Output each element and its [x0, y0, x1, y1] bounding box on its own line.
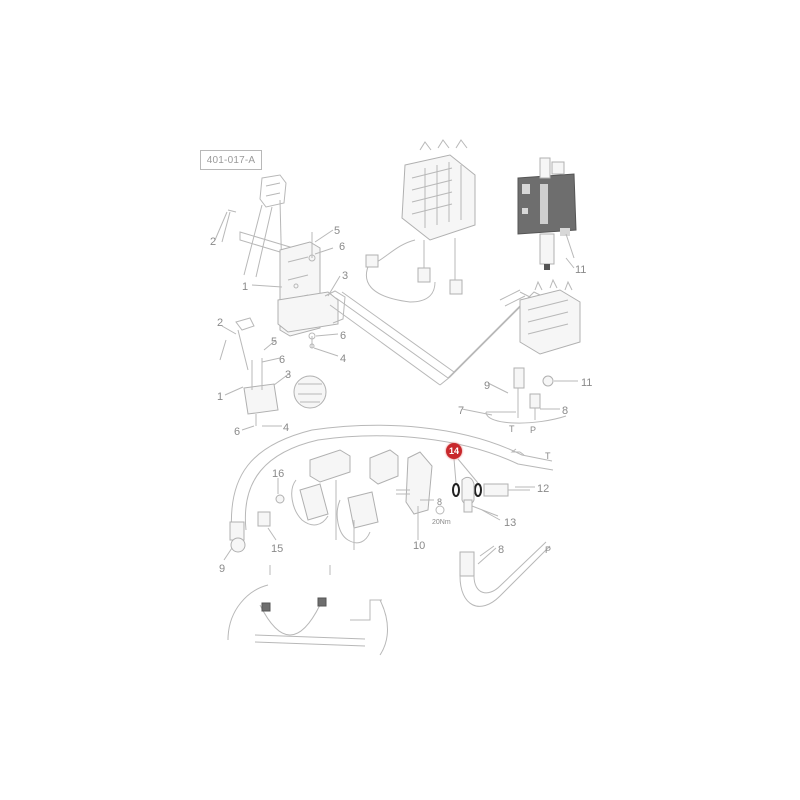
callout-part-8[interactable]: 8: [562, 405, 569, 417]
callout-part-3[interactable]: 3: [285, 369, 292, 381]
callout-part-9[interactable]: 9: [219, 563, 226, 575]
callout-part-1[interactable]: 1: [242, 281, 249, 293]
lower-lever-bracket: [219, 317, 327, 426]
callout-part-11[interactable]: 11: [575, 264, 587, 276]
callout-leader-lines: [214, 211, 578, 565]
tractor-chassis-outline: [227, 565, 388, 656]
callout-part-13[interactable]: 13: [504, 517, 517, 529]
port-label-p: P: [530, 425, 537, 435]
port-label-t: T: [545, 451, 551, 461]
callout-part-10[interactable]: 10: [413, 540, 426, 552]
callout-part-3[interactable]: 3: [342, 270, 349, 282]
fitting-assembly: [417, 458, 530, 536]
callout-part-4[interactable]: 4: [283, 422, 290, 434]
callout-part-5[interactable]: 5: [271, 336, 278, 348]
port-label-p: P: [545, 545, 552, 555]
linkage-rod: [329, 289, 543, 386]
callout-part-4[interactable]: 4: [340, 353, 347, 365]
pressure-hose: [459, 541, 551, 607]
callout-part-6[interactable]: 6: [340, 330, 347, 342]
callout-part-6[interactable]: 6: [279, 354, 286, 366]
callout-part-6[interactable]: 6: [339, 241, 346, 253]
torque-spec-label: 20Nm: [432, 519, 451, 526]
callout-part-8[interactable]: 8: [498, 544, 505, 556]
highlighted-part-marker[interactable]: 14: [446, 443, 462, 459]
right-valve-assembly: [485, 278, 581, 424]
highlighted-part-number: 14: [448, 446, 459, 456]
callout-part-1[interactable]: 1: [217, 391, 224, 403]
callout-part-15[interactable]: 15: [271, 543, 284, 555]
main-valve-bank: [257, 449, 433, 550]
small-mark-label: 8: [437, 497, 443, 507]
callout-part-9[interactable]: 9: [484, 380, 491, 392]
callout-part-6[interactable]: 6: [234, 426, 241, 438]
callout-part-12[interactable]: 12: [537, 483, 550, 495]
upper-control-valve: [365, 139, 476, 303]
upper-lever-bracket-assembly: [221, 174, 346, 349]
callout-part-2[interactable]: 2: [210, 236, 217, 248]
diagram-reference-code: 401-017-A: [200, 150, 262, 170]
callout-part-16[interactable]: 16: [272, 468, 285, 480]
callout-part-5[interactable]: 5: [334, 225, 341, 237]
main-return-hose: [229, 424, 554, 553]
callout-part-2[interactable]: 2: [217, 317, 224, 329]
callout-part-7[interactable]: 7: [458, 405, 465, 417]
port-label-t: T: [509, 424, 515, 434]
dark-valve-unit: [517, 157, 577, 270]
callout-part-11[interactable]: 11: [581, 377, 593, 389]
